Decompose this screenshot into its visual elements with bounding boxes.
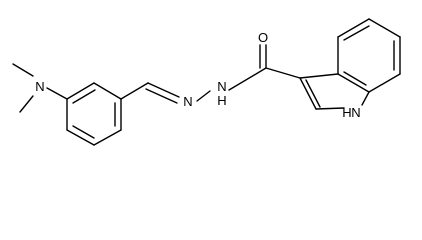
bond-aryl-to-ch	[120, 82, 149, 100]
bond-c4-c5	[337, 18, 370, 38]
bond-n-to-aryl	[46, 87, 68, 100]
bond-carbonyl-to-c3	[265, 67, 301, 79]
atom-label-imine-n: N	[183, 94, 192, 109]
bonds	[12, 18, 401, 146]
bond-c4-c5-inner	[343, 25, 370, 41]
bond-n1-c7a	[361, 91, 370, 106]
bond-c2-n1	[315, 107, 345, 110]
atom-label-indole-h: H	[342, 105, 351, 120]
bond-aryl-5	[66, 129, 95, 146]
bond-aryl-1-inner	[72, 89, 96, 104]
chemical-structure: N N N H O H N	[12, 18, 401, 146]
bond-c3-c2	[299, 77, 317, 110]
bond-c7-c7a	[368, 73, 401, 93]
atom-labels: N N N H O H N	[35, 30, 360, 120]
atom-label-dimethylamino-n: N	[35, 79, 44, 94]
bond-aryl-1	[66, 82, 95, 100]
bond-c3a-c3	[299, 73, 339, 79]
bond-c7a-c3a-inner	[343, 71, 367, 86]
bond-c5-c6	[368, 18, 401, 38]
bond-ch-n-double	[147, 82, 180, 98]
atom-label-amide-h: H	[217, 93, 226, 108]
bond-methyl-upper	[12, 63, 34, 77]
bond-c7a-c3a	[337, 73, 370, 93]
bond-aryl-2	[93, 82, 122, 100]
atom-label-carbonyl-o: O	[258, 30, 268, 45]
bond-n-n	[196, 90, 211, 102]
bond-ch-n-double-second	[145, 88, 178, 104]
atom-label-amide-n: N	[217, 79, 226, 94]
bond-aryl-5-inner	[72, 125, 95, 139]
bond-nh-to-carbonyl	[228, 67, 267, 91]
bond-c3-c2-inner	[305, 79, 321, 108]
bond-methyl-lower	[19, 95, 34, 113]
atom-label-indole-n: N	[351, 105, 360, 120]
bond-aryl-4	[93, 129, 122, 146]
